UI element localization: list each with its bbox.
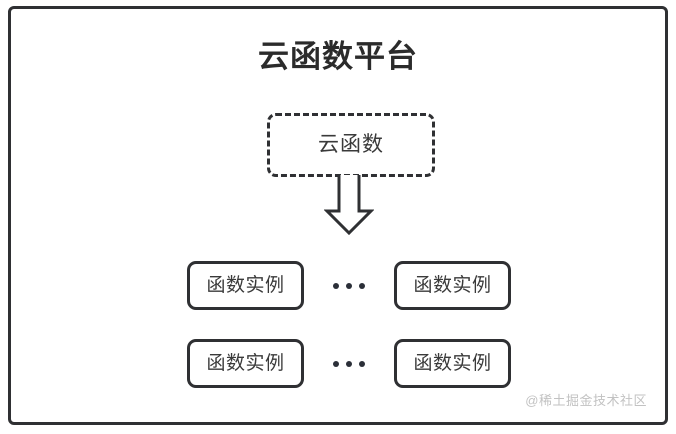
instance-row-2: 函数实例 函数实例 <box>11 339 665 389</box>
ellipsis-dot <box>333 360 339 367</box>
function-instance-box[interactable]: 函数实例 <box>394 261 511 310</box>
ellipsis-indicator <box>327 261 371 310</box>
ellipsis-dot <box>346 360 352 367</box>
function-instance-label: 函数实例 <box>206 274 285 296</box>
instance-row-1: 函数实例 函数实例 <box>11 261 665 311</box>
function-instance-label: 函数实例 <box>413 352 492 374</box>
cloud-function-platform-container: 云函数平台 云函数 函数实例 函数实例 函数实例 <box>8 6 668 425</box>
arrow-down-icon <box>323 175 375 236</box>
function-instance-box[interactable]: 函数实例 <box>187 339 304 388</box>
ellipsis-dot <box>333 282 339 289</box>
function-instance-box[interactable]: 函数实例 <box>394 339 511 388</box>
ellipsis-dot <box>359 360 365 367</box>
ellipsis-indicator <box>327 339 371 388</box>
watermark: @稀土掘金技术社区 <box>525 393 647 408</box>
cloud-function-label: 云函数 <box>318 133 384 156</box>
ellipsis-dot <box>346 282 352 289</box>
function-instance-label: 函数实例 <box>413 274 492 296</box>
platform-title: 云函数平台 <box>258 39 418 74</box>
cloud-function-node[interactable]: 云函数 <box>267 113 435 177</box>
function-instance-label: 函数实例 <box>206 352 285 374</box>
function-instance-box[interactable]: 函数实例 <box>187 261 304 310</box>
ellipsis-dot <box>359 282 365 289</box>
